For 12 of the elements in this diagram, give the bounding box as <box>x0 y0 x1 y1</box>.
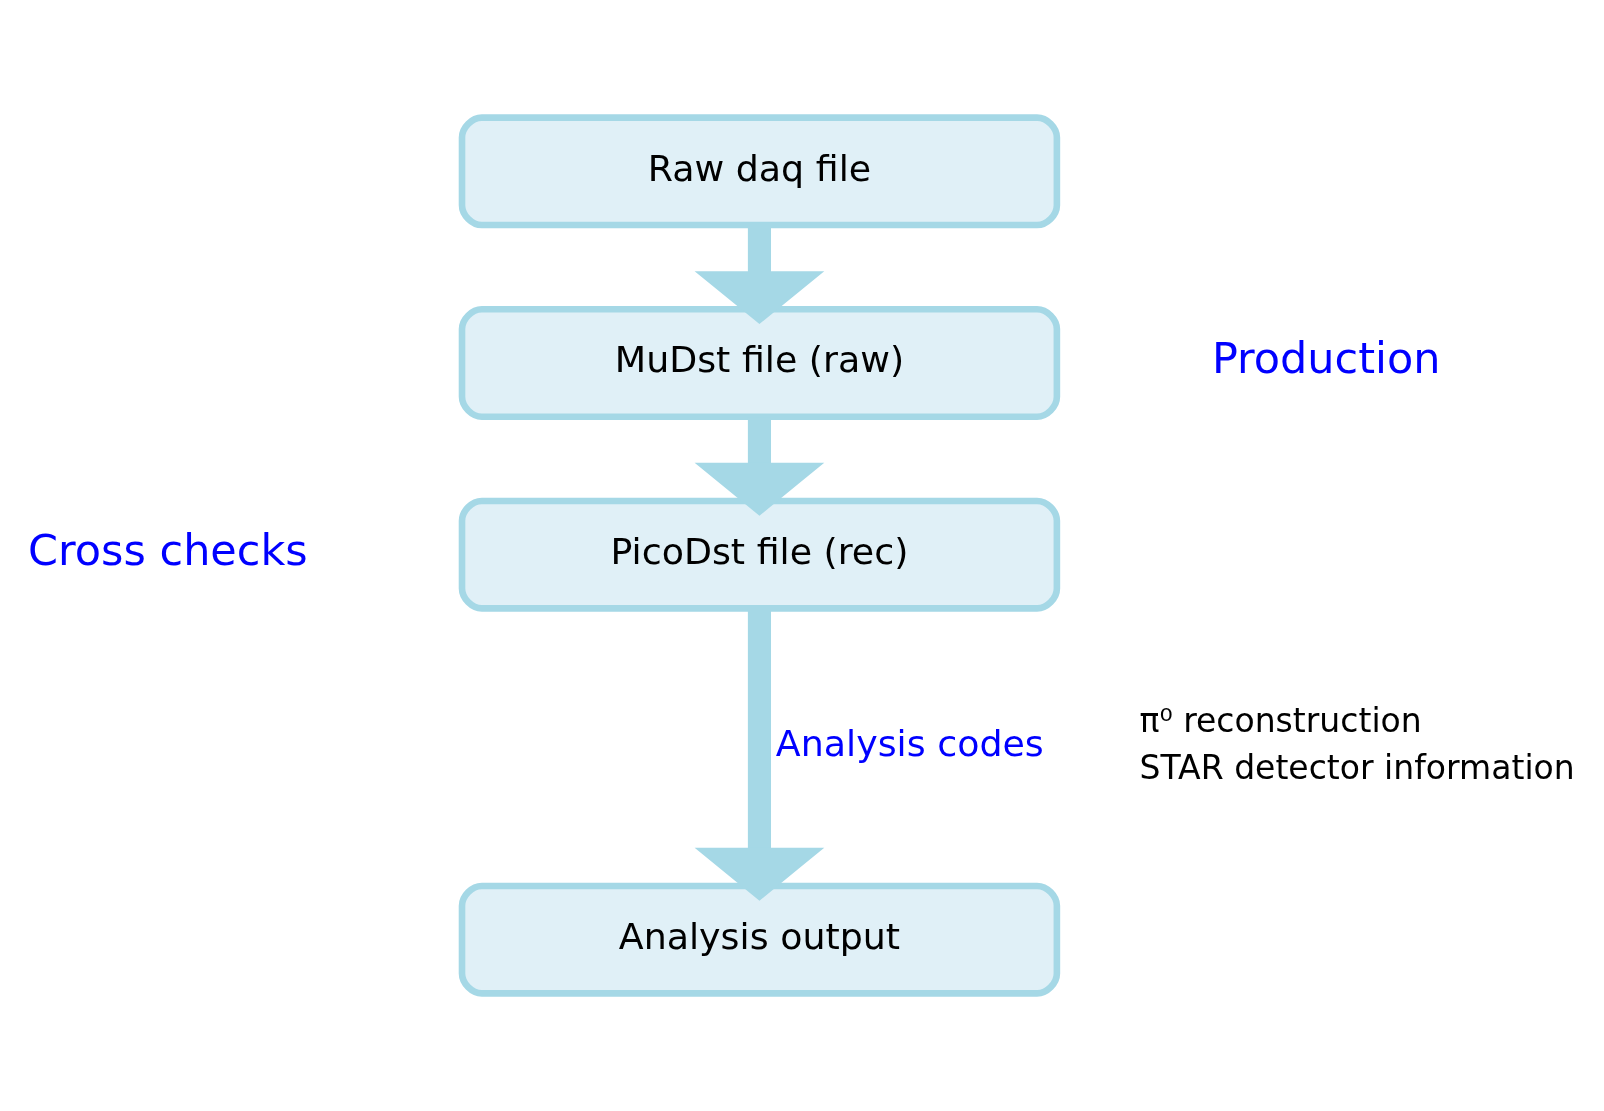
node-box: PicoDst file (rec) <box>458 497 1061 612</box>
node-box: Analysis output <box>458 882 1061 997</box>
label: π⁰ reconstruction <box>1139 701 1422 741</box>
node-box: Raw daq file <box>458 114 1061 229</box>
arrow <box>694 225 825 325</box>
arrow <box>694 417 825 516</box>
arrow <box>694 608 825 901</box>
node-box: MuDst file (raw) <box>458 306 1061 420</box>
label: STAR detector information <box>1139 747 1575 787</box>
edge-label: Analysis codes <box>775 722 1044 766</box>
label: Production <box>1211 333 1441 384</box>
label: Cross checks <box>28 525 308 576</box>
